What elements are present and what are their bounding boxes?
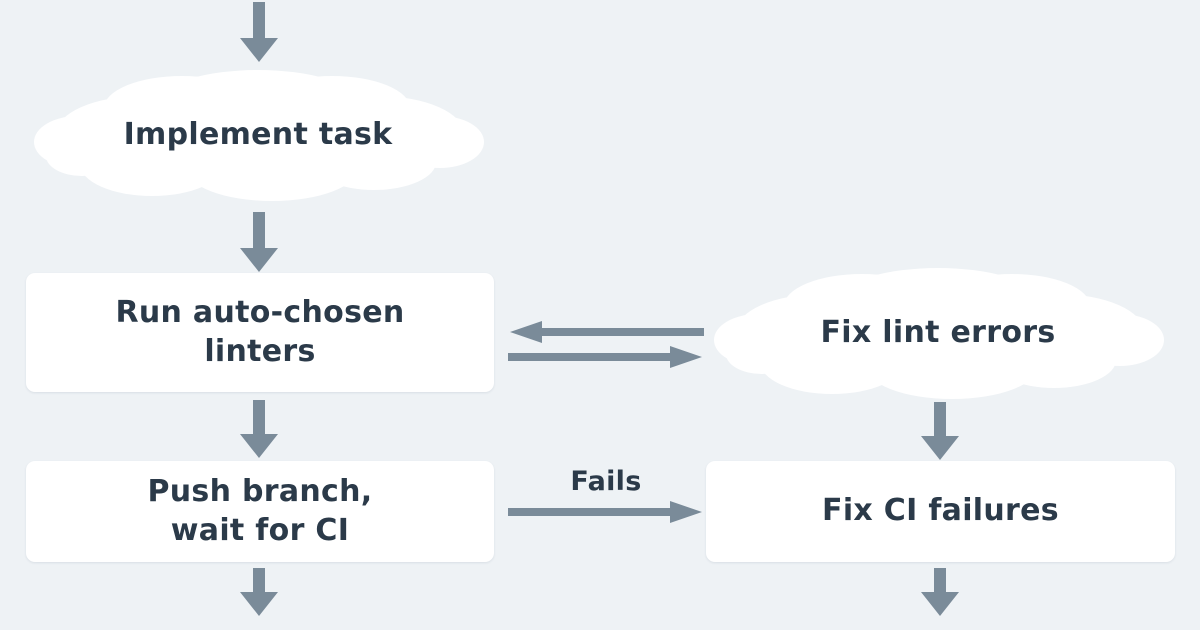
node-label-push-branch-line1: Push branch, — [147, 474, 373, 510]
node-label-run-linters-line2: linters — [204, 333, 316, 369]
edge-entry-to-implement — [240, 2, 278, 62]
node-label-run-linters-line1: Run auto-chosen — [115, 295, 405, 331]
cloud-shape-icon — [714, 268, 1164, 399]
node-fix-ci-failures[interactable]: Fix CI failures — [706, 461, 1175, 562]
node-run-linters[interactable]: Run auto-chosen linters — [26, 273, 494, 392]
node-implement-task[interactable]: Implement task — [22, 68, 494, 203]
edge-fixlint-to-linters — [510, 321, 704, 343]
edge-fixci-to-exit — [921, 568, 959, 616]
edge-linters-to-push — [240, 400, 278, 458]
edge-linters-to-fixlint — [508, 346, 702, 368]
node-label-implement-task: Implement task — [123, 117, 393, 153]
cloud-shape-icon — [34, 70, 484, 201]
node-label-fix-lint-errors: Fix lint errors — [820, 315, 1056, 351]
node-label-push-branch-line2: wait for CI — [170, 512, 350, 548]
edge-label-fails: Fails — [570, 466, 642, 497]
node-fix-lint-errors[interactable]: Fix lint errors — [702, 266, 1174, 401]
node-label-fix-ci-failures: Fix CI failures — [822, 493, 1059, 529]
edge-push-to-fixci — [508, 501, 702, 523]
node-push-branch[interactable]: Push branch, wait for CI — [26, 461, 494, 562]
edge-implement-to-linters — [240, 212, 278, 272]
edge-fixlint-to-fixci — [921, 402, 959, 460]
edge-push-to-exit — [240, 568, 278, 616]
